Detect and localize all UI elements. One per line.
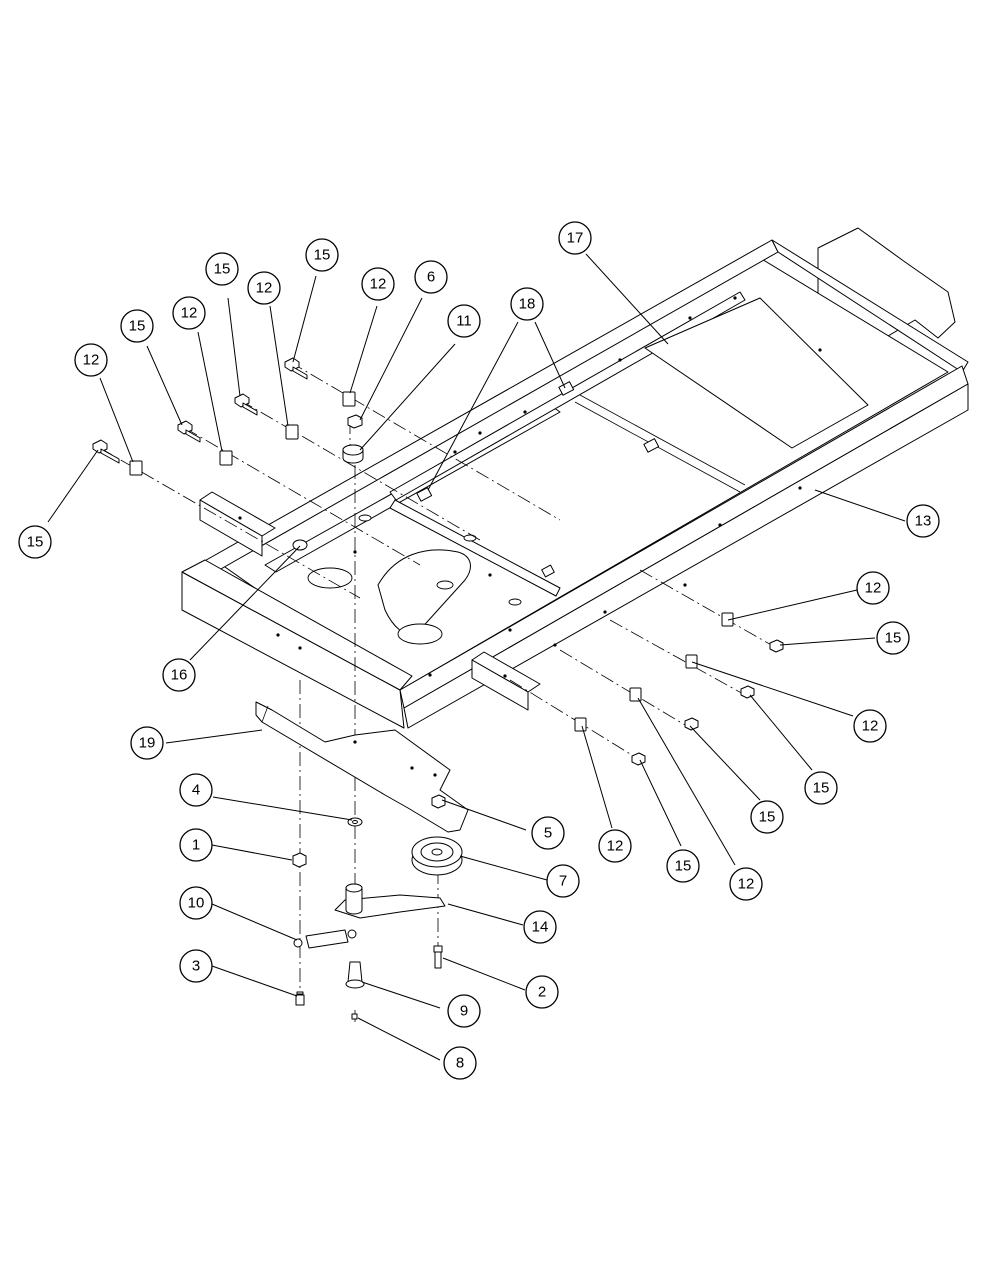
callout-15-c: 15	[205, 252, 239, 286]
callout-8: 8	[443, 1046, 477, 1080]
right-bolts-and-clips	[574, 612, 784, 766]
svg-text:7: 7	[559, 873, 567, 890]
svg-text:11: 11	[456, 313, 472, 330]
main-frame	[181, 227, 969, 729]
svg-text:15: 15	[885, 630, 902, 647]
svg-text:6: 6	[427, 269, 435, 286]
svg-text:14: 14	[532, 919, 549, 936]
svg-text:19: 19	[139, 735, 156, 752]
callout-15-d: 15	[305, 238, 339, 272]
svg-text:17: 17	[567, 230, 584, 247]
callout-15-f: 15	[804, 771, 838, 805]
bolt-15-a	[92, 439, 120, 464]
svg-text:15: 15	[813, 780, 830, 797]
callout-7: 7	[546, 864, 580, 898]
callout-14: 14	[523, 910, 557, 944]
svg-text:4: 4	[192, 782, 200, 799]
callout-3: 3	[179, 949, 213, 983]
svg-text:13: 13	[915, 513, 932, 530]
callout-1: 1	[179, 828, 213, 862]
svg-text:12: 12	[181, 305, 198, 322]
svg-text:12: 12	[865, 580, 882, 597]
svg-text:15: 15	[759, 809, 776, 826]
callout-12-g: 12	[598, 829, 632, 863]
svg-text:5: 5	[544, 825, 552, 842]
callout-9: 9	[447, 994, 481, 1028]
svg-text:8: 8	[456, 1055, 464, 1072]
svg-text:12: 12	[607, 838, 624, 855]
svg-text:16: 16	[171, 667, 188, 684]
svg-text:2: 2	[538, 984, 546, 1001]
bolt-15-d	[284, 357, 308, 380]
callout-15-h: 15	[666, 849, 700, 883]
callout-5: 5	[531, 816, 565, 850]
callout-12-d: 12	[361, 267, 395, 301]
callout-15-a: 15	[18, 525, 52, 559]
svg-text:18: 18	[519, 296, 536, 313]
callout-10: 10	[179, 886, 213, 920]
bolt-15-c	[234, 393, 258, 416]
lower-assembly	[255, 701, 469, 1020]
callout-12-h: 12	[729, 867, 763, 901]
callout-12-a: 12	[74, 343, 108, 377]
svg-text:12: 12	[862, 718, 879, 735]
svg-text:9: 9	[460, 1003, 468, 1020]
callout-12-e: 12	[856, 571, 890, 605]
callout-12-c: 12	[247, 271, 281, 305]
callout-15-b: 15	[120, 309, 154, 343]
callout-17: 17	[558, 221, 592, 255]
callout-13: 13	[906, 504, 940, 538]
svg-text:15: 15	[214, 261, 231, 278]
svg-text:15: 15	[314, 247, 331, 264]
callout-6: 6	[414, 260, 448, 294]
svg-text:15: 15	[27, 534, 44, 551]
svg-text:15: 15	[129, 318, 146, 335]
callout-18: 18	[510, 287, 544, 321]
callout-2: 2	[525, 975, 559, 1009]
svg-text:1: 1	[192, 837, 200, 854]
svg-text:10: 10	[188, 895, 205, 912]
leader-lines	[47, 253, 906, 1061]
svg-text:12: 12	[256, 280, 273, 297]
callout-16: 16	[162, 658, 196, 692]
svg-text:12: 12	[738, 876, 755, 893]
callout-15-e: 15	[876, 621, 910, 655]
svg-text:12: 12	[83, 352, 100, 369]
svg-text:15: 15	[675, 858, 692, 875]
callout-11: 11	[447, 304, 481, 338]
svg-text:3: 3	[192, 958, 200, 975]
callout-15-g: 15	[750, 800, 784, 834]
callout-19: 19	[130, 726, 164, 760]
svg-text:12: 12	[370, 276, 387, 293]
left-bolts-and-clips	[92, 357, 364, 476]
callout-12-b: 12	[172, 296, 206, 330]
callout-12-f: 12	[853, 709, 887, 743]
callout-4: 4	[179, 773, 213, 807]
